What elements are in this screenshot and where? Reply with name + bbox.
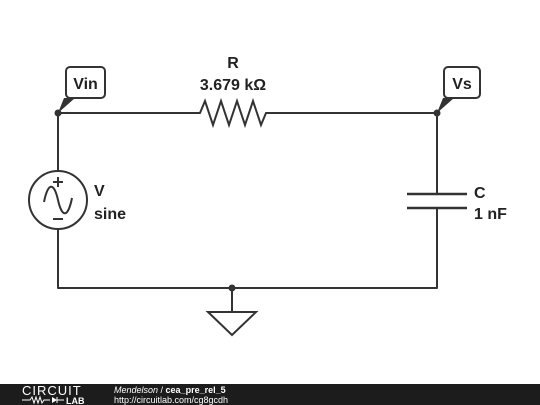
footer-separator: /	[158, 385, 166, 395]
source-name-label: V	[94, 183, 105, 200]
wires	[57, 112, 438, 313]
node-label-vs[interactable]: Vs	[437, 66, 481, 113]
circuitlab-logo[interactable]: CIRCUIT LAB	[22, 383, 94, 405]
resistor-name-label: R	[227, 55, 239, 72]
footer-title-line: Mendelson / cea_pre_rel_5	[114, 385, 228, 395]
ground-symbol	[205, 311, 259, 337]
node-dot-ground	[228, 284, 236, 292]
footer-info: Mendelson / cea_pre_rel_5 http://circuit…	[114, 385, 228, 405]
source-type-label: sine	[94, 206, 126, 223]
capacitor-symbol[interactable]	[407, 192, 467, 210]
capacitor-value-label: 1 nF	[474, 206, 507, 223]
resistor-value-label: 3.679 kΩ	[200, 77, 266, 94]
footer-project-link[interactable]: cea_pre_rel_5	[165, 385, 226, 395]
footer-author-link[interactable]: Mendelson	[114, 385, 159, 395]
logo-waveform-icon: LAB	[22, 395, 85, 405]
wire-left-lower	[57, 227, 233, 289]
resistor-symbol[interactable]	[199, 97, 267, 129]
wire-right-lower	[231, 207, 438, 289]
node-label-vs-text: Vs	[452, 76, 472, 93]
logo-text-lab: LAB	[66, 396, 85, 405]
sine-source-symbol[interactable]	[28, 170, 88, 230]
capacitor-name-label: C	[474, 185, 486, 202]
node-label-vin[interactable]: Vin	[58, 66, 106, 113]
footer-url-link[interactable]: http://circuitlab.com/cg8gcdh	[114, 395, 229, 405]
footer-bar: CIRCUIT LAB Mendelson / cea_pre_rel_5 ht…	[0, 384, 540, 405]
node-label-vin-text: Vin	[73, 76, 98, 93]
circuit-schematic: R 3.679 kΩ C 1 nF V sine Vin Vs	[28, 55, 507, 337]
logo-text-circuit: CIRCUIT	[22, 383, 82, 398]
